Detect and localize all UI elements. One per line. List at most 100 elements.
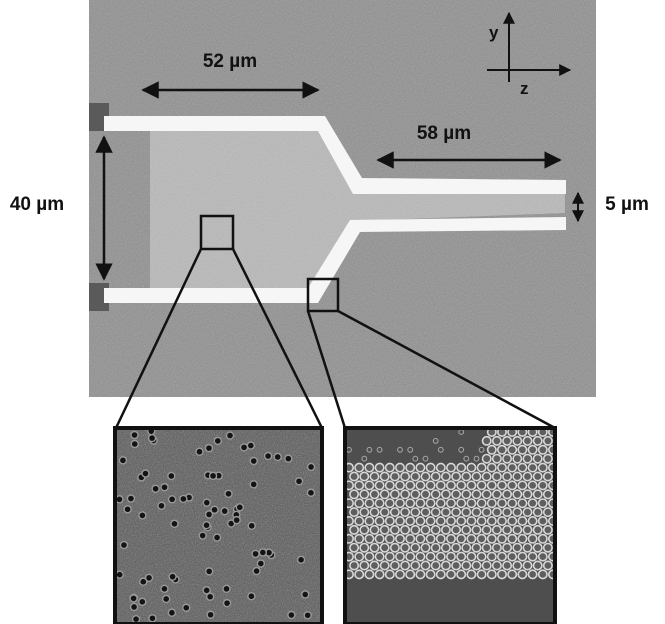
pore bbox=[345, 551, 354, 562]
pore bbox=[308, 464, 314, 470]
pore bbox=[507, 569, 518, 580]
pore bbox=[394, 515, 405, 526]
pore bbox=[214, 534, 220, 541]
pore bbox=[130, 595, 137, 602]
pore bbox=[369, 507, 380, 518]
pore bbox=[502, 507, 513, 518]
inset-right-frame bbox=[343, 426, 557, 624]
pore bbox=[415, 569, 426, 580]
pore bbox=[225, 490, 232, 497]
pore bbox=[345, 516, 354, 526]
pore bbox=[149, 615, 156, 622]
pore bbox=[430, 507, 441, 518]
pore bbox=[471, 489, 482, 500]
pore bbox=[451, 542, 462, 553]
pore bbox=[374, 515, 385, 526]
pore bbox=[481, 507, 492, 518]
pore bbox=[466, 462, 477, 473]
pore bbox=[527, 428, 538, 437]
pore bbox=[400, 507, 411, 518]
pore bbox=[248, 593, 255, 600]
pore bbox=[491, 560, 502, 571]
pore bbox=[248, 522, 255, 529]
pore bbox=[491, 507, 502, 518]
pore bbox=[349, 507, 360, 518]
pore bbox=[207, 593, 213, 600]
top-electrode bbox=[104, 116, 566, 194]
pore bbox=[471, 560, 482, 571]
pore bbox=[445, 533, 456, 544]
zoom-box-left bbox=[199, 214, 235, 251]
pore bbox=[435, 515, 446, 526]
pore bbox=[466, 569, 477, 580]
pore bbox=[379, 542, 390, 553]
pore bbox=[430, 471, 441, 482]
pore bbox=[379, 489, 390, 500]
pore bbox=[527, 569, 538, 580]
pore bbox=[471, 542, 482, 553]
pore bbox=[461, 542, 472, 553]
inset-right bbox=[343, 426, 557, 624]
pore bbox=[496, 480, 507, 491]
pore bbox=[233, 517, 240, 523]
pore bbox=[420, 560, 431, 571]
pore bbox=[476, 515, 487, 526]
pore bbox=[532, 524, 543, 535]
pore bbox=[440, 524, 451, 535]
pore bbox=[512, 471, 523, 482]
pore bbox=[180, 496, 187, 502]
pore bbox=[389, 542, 400, 553]
pore bbox=[394, 498, 405, 509]
pore bbox=[405, 515, 416, 526]
pore bbox=[517, 462, 528, 473]
pore bbox=[542, 435, 553, 446]
pore bbox=[410, 542, 421, 553]
pore bbox=[461, 489, 472, 500]
pore bbox=[542, 489, 553, 500]
pore bbox=[420, 507, 431, 518]
pore bbox=[296, 478, 302, 485]
pore bbox=[374, 480, 385, 491]
pore bbox=[425, 569, 436, 580]
pore bbox=[349, 560, 360, 571]
pore bbox=[384, 462, 395, 473]
pore bbox=[512, 542, 523, 553]
pore bbox=[354, 480, 365, 491]
pore bbox=[481, 524, 492, 535]
pore bbox=[389, 489, 400, 500]
pore bbox=[527, 533, 538, 544]
pore bbox=[384, 515, 395, 526]
pore bbox=[349, 489, 360, 500]
pore bbox=[274, 454, 281, 460]
pore bbox=[522, 507, 533, 518]
pore bbox=[476, 551, 487, 562]
pore bbox=[486, 569, 497, 580]
pore bbox=[432, 438, 439, 444]
pore bbox=[463, 455, 470, 462]
pore bbox=[456, 462, 467, 473]
pore bbox=[384, 533, 395, 544]
pore bbox=[512, 524, 523, 535]
pore bbox=[199, 532, 206, 539]
pore bbox=[430, 524, 441, 535]
pore bbox=[430, 542, 441, 553]
pore bbox=[207, 611, 214, 618]
pore bbox=[345, 498, 354, 509]
pore bbox=[116, 496, 123, 503]
pore bbox=[527, 551, 538, 562]
pore bbox=[354, 551, 365, 562]
pore bbox=[440, 560, 451, 571]
pore bbox=[496, 533, 507, 544]
pore bbox=[542, 524, 553, 535]
pore bbox=[120, 457, 126, 464]
pore bbox=[302, 591, 309, 598]
pore bbox=[158, 502, 165, 509]
pore bbox=[142, 470, 149, 477]
pore bbox=[496, 444, 507, 455]
pore bbox=[224, 600, 230, 606]
pore bbox=[532, 471, 543, 482]
pore bbox=[420, 542, 431, 553]
pore bbox=[139, 599, 146, 605]
pore bbox=[537, 515, 548, 526]
pore bbox=[471, 471, 482, 482]
